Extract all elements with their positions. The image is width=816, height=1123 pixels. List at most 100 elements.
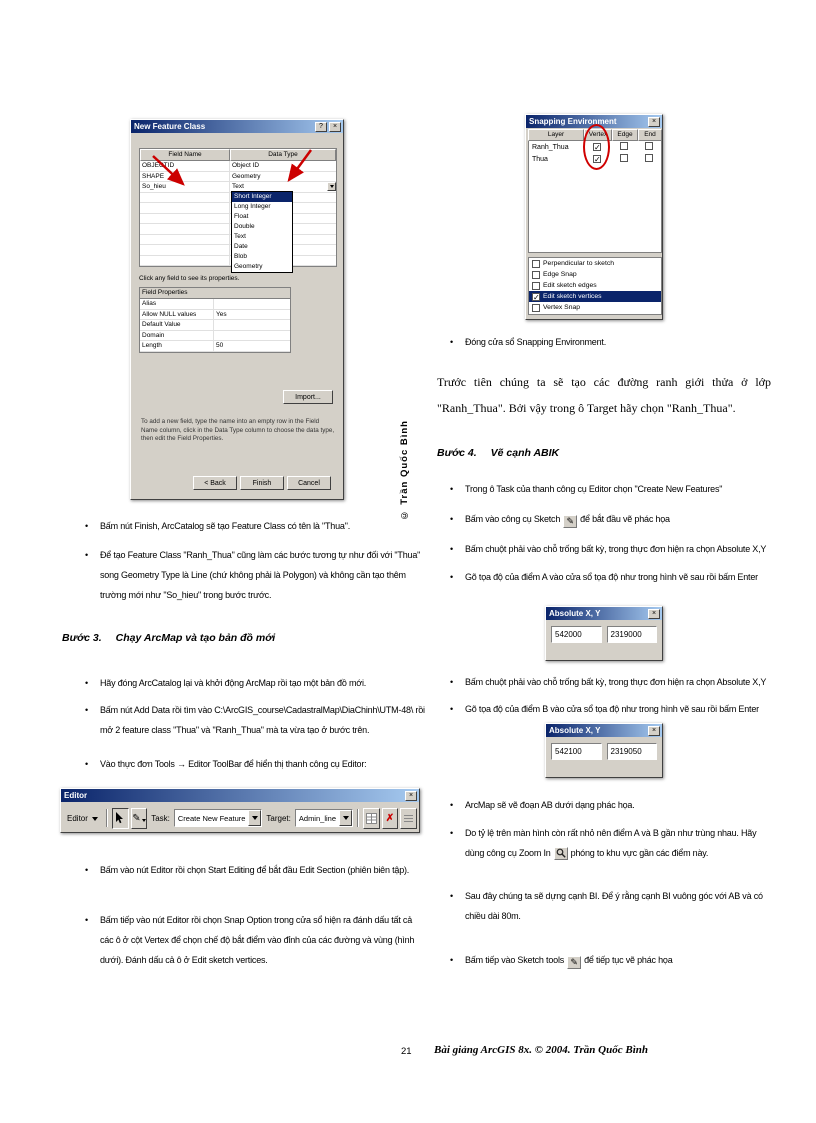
dropdown-option[interactable]: Float	[234, 213, 249, 220]
sketch-pencil-icon: ✎	[563, 514, 578, 528]
delete-x-icon: ✗	[385, 812, 395, 824]
x-coordinate-input[interactable]: 542000	[551, 626, 602, 643]
field-properties-caption: Field Properties	[140, 288, 290, 299]
snap-option-edit-sketch-vertices[interactable]: ✓Edit sketch vertices	[529, 291, 661, 302]
bullet-icon: •	[85, 550, 89, 560]
finish-button[interactable]: Finish	[240, 476, 284, 490]
option-checkbox[interactable]: ✓	[532, 292, 540, 302]
bullet-icon: •	[85, 678, 89, 688]
end-checkbox[interactable]	[645, 142, 653, 150]
field-row-shape[interactable]: SHAPE Geometry	[140, 171, 336, 182]
snap-option[interactable]: Vertex Snap	[529, 302, 661, 313]
end-column-header: End	[638, 129, 662, 141]
data-type-column-header[interactable]: Data Type	[230, 149, 336, 161]
editor-menu-button[interactable]: Editor	[63, 810, 102, 827]
edge-checkbox[interactable]	[620, 154, 628, 162]
y-coordinate-input[interactable]: 2319050	[606, 743, 657, 760]
dropdown-option[interactable]: Short Integer	[232, 192, 292, 202]
bullet-add-data: • Bấm nút Add Data rồi tìm vào C:\ArcGIS…	[85, 700, 425, 740]
bullet-zoom-in: • Do tỷ lệ trên màn hình còn rất nhỏ nên…	[450, 823, 772, 863]
vertex-checkbox[interactable]: ✓	[593, 154, 601, 164]
dropdown-option[interactable]: Blob	[234, 253, 248, 260]
target-combo[interactable]: Admin_line	[294, 809, 353, 827]
field-row-objectid[interactable]: OBJECTID Object ID	[140, 161, 336, 172]
option-checkbox[interactable]	[532, 270, 540, 279]
bullet-icon: •	[450, 514, 454, 524]
nfc-dialog-title: New Feature Class	[134, 122, 206, 131]
snap-layer-row: Thua ✓	[529, 153, 661, 165]
close-icon[interactable]: ×	[648, 725, 660, 736]
bullet-icon: •	[450, 677, 454, 687]
dropdown-option[interactable]: Text	[234, 233, 246, 240]
absolute-xy-dialog-b: Absolute X, Y × 542100 2319050	[545, 723, 663, 778]
page-number: 21	[401, 1046, 412, 1057]
click-hint-text: Click any field to see its properties.	[139, 275, 240, 282]
vertex-checkbox[interactable]: ✓	[593, 142, 601, 152]
dropdown-option[interactable]: Long Integer	[234, 203, 271, 210]
import-button[interactable]: Import...	[283, 390, 333, 404]
abs-a-title-bar[interactable]: Absolute X, Y ×	[546, 607, 662, 620]
combo-arrow-icon[interactable]	[339, 810, 352, 826]
end-checkbox[interactable]	[645, 154, 653, 162]
edge-checkbox[interactable]	[620, 142, 628, 150]
property-row[interactable]: Default Value	[140, 320, 290, 331]
bullet-close-snapping: • Đóng cửa sổ Snapping Environment.	[450, 332, 772, 352]
sketch-tool-button[interactable]: ✎	[130, 807, 148, 829]
vertex-column-header: Vertex	[584, 129, 612, 141]
new-feature-class-dialog: New Feature Class ? × Field Name Data Ty…	[130, 119, 344, 500]
attributes-table-icon	[365, 812, 377, 824]
dropdown-option[interactable]: Double	[234, 223, 255, 230]
type-combo-button[interactable]	[327, 182, 336, 191]
section-heading-step4: Bước 4. Vẽ cạnh ABIK	[437, 447, 560, 459]
help-icon[interactable]: ?	[315, 121, 327, 132]
bullet-finish-thua: • Bấm nút Finish, ArcCatalog sẽ tạo Feat…	[85, 516, 425, 536]
close-icon[interactable]: ×	[648, 608, 660, 619]
bullet-ab-sketch: • ArcMap sẽ vẽ đoạn AB dưới dạng phác họ…	[450, 795, 772, 815]
task-combo[interactable]: Create New Feature	[173, 809, 263, 827]
property-row[interactable]: Alias	[140, 299, 290, 310]
attributes-button[interactable]	[363, 807, 380, 829]
section-heading-step3: Bước 3. Chạy ArcMap và tạo bản đồ mới	[62, 632, 276, 644]
back-button[interactable]: < Back	[193, 476, 237, 490]
editor-title-bar[interactable]: Editor ×	[61, 789, 419, 802]
combo-arrow-icon[interactable]	[248, 810, 262, 826]
dropdown-option[interactable]: Geometry	[234, 263, 263, 270]
bullet-tools-editor-toolbar: • Vào thực đơn Tools → Editor ToolBar để…	[85, 754, 425, 774]
x-coordinate-input[interactable]: 542100	[551, 743, 602, 760]
edit-tool-button[interactable]	[111, 807, 129, 829]
nfc-title-bar[interactable]: New Feature Class ? ×	[131, 120, 343, 133]
cancel-button[interactable]: Cancel	[287, 476, 331, 490]
option-checkbox[interactable]	[532, 259, 540, 268]
absolute-xy-dialog-a: Absolute X, Y × 542000 2319000	[545, 606, 663, 661]
toolbar-separator	[105, 809, 108, 827]
field-name-column-header[interactable]: Field Name	[140, 149, 230, 161]
sketch-properties-button[interactable]	[400, 807, 417, 829]
property-row[interactable]: Domain	[140, 330, 290, 341]
paragraph-target-ranh-thua: Trước tiên chúng ta sẽ tạo các đường ran…	[437, 375, 771, 415]
field-properties-grid: Field Properties Alias Allow NULL values…	[139, 287, 291, 353]
data-type-dropdown: Short Integer Long Integer Float Double …	[231, 191, 293, 273]
menu-arrow-icon	[91, 816, 98, 824]
zoom-in-icon	[553, 846, 568, 860]
close-icon[interactable]: ×	[648, 116, 660, 127]
snap-option[interactable]: Edit sketch edges	[529, 280, 661, 291]
close-icon[interactable]: ×	[405, 790, 417, 801]
close-icon[interactable]: ×	[329, 121, 341, 132]
cursor-arrow-icon	[116, 812, 124, 824]
delete-button[interactable]: ✗	[381, 807, 399, 829]
dropdown-option[interactable]: Date	[234, 243, 248, 250]
snap-option[interactable]: Edge Snap	[529, 269, 661, 280]
abs-b-title-bar[interactable]: Absolute X, Y ×	[546, 724, 662, 737]
snap-title-bar[interactable]: Snapping Environment ×	[526, 115, 662, 128]
option-checkbox[interactable]	[532, 281, 540, 290]
bullet-open-arcmap: • Hãy đóng ArcCatalog lại và khởi động A…	[85, 673, 425, 693]
bullet-icon: •	[85, 705, 89, 715]
snap-options-list: Perpendicular to sketch Edge Snap Edit s…	[528, 257, 662, 315]
y-coordinate-input[interactable]: 2319000	[606, 626, 657, 643]
bullet-sketch-continue: • Bấm tiếp vào Sketch tools✎để tiếp tục …	[450, 950, 772, 970]
snap-option[interactable]: Perpendicular to sketch	[529, 258, 661, 269]
option-checkbox[interactable]	[532, 303, 540, 312]
